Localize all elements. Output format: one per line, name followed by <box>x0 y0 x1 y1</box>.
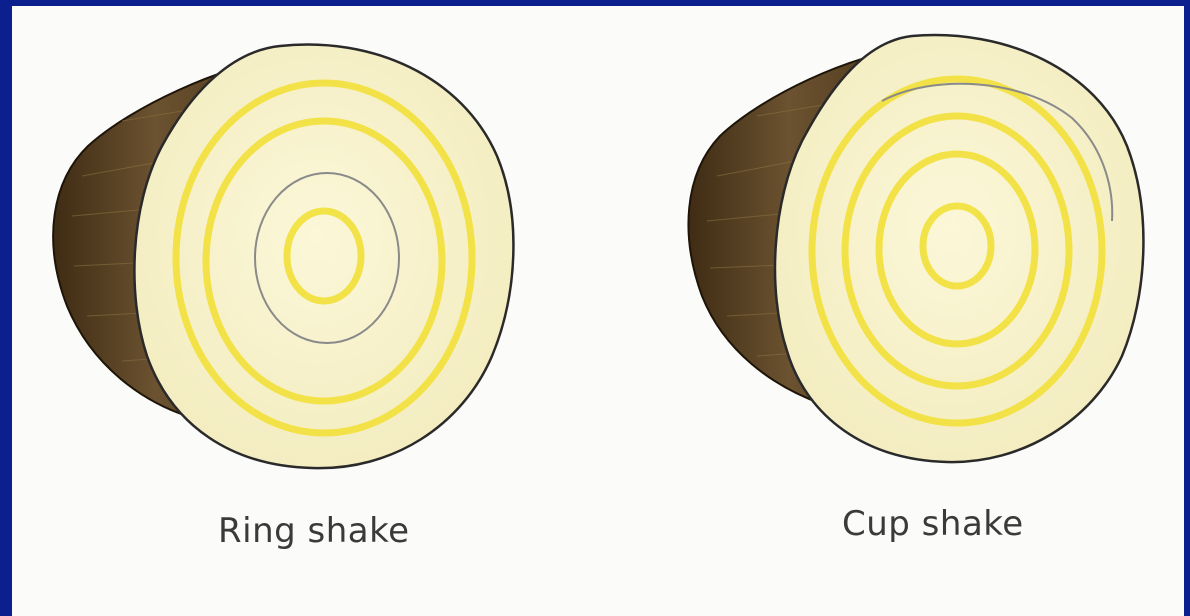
ring-log-face <box>134 44 513 468</box>
ring-shake-log <box>53 44 513 468</box>
cup-shake-caption: Cup shake <box>842 504 1024 544</box>
cup-shake-log <box>688 35 1143 462</box>
cup-log-face <box>775 35 1143 462</box>
figure-panel: Ring shake Cup shake <box>12 6 1190 616</box>
ring-shake-caption: Ring shake <box>218 511 410 551</box>
frame-right-edge <box>1184 0 1190 616</box>
